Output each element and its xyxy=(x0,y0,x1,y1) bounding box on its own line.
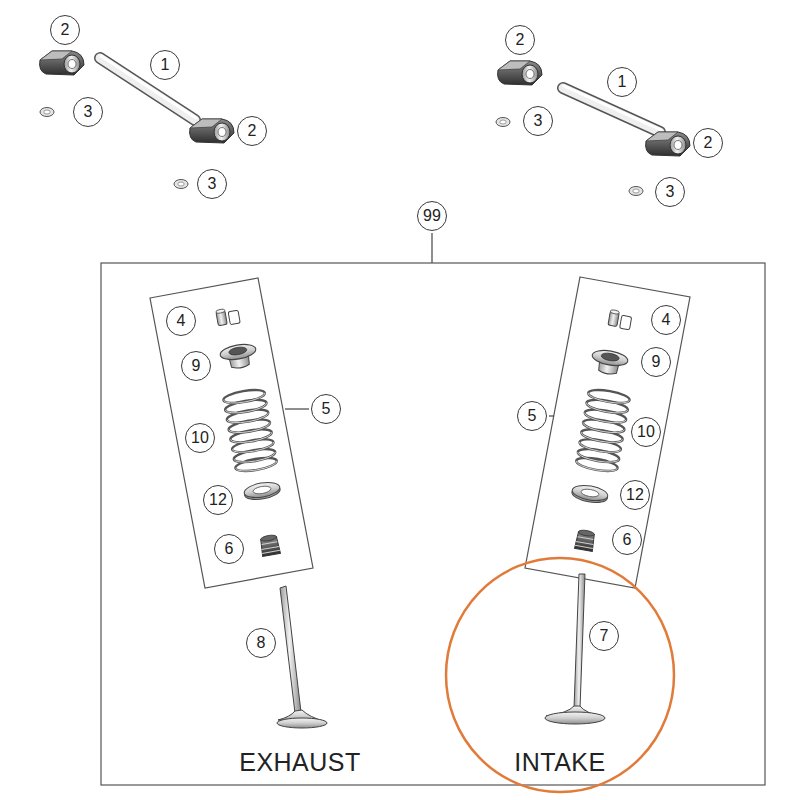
callout-number: 3 xyxy=(197,169,227,199)
callout-number: 2 xyxy=(693,128,723,158)
callout-number: 8 xyxy=(246,628,276,658)
callout-number: 2 xyxy=(237,116,267,146)
valve-stem-seal xyxy=(259,534,280,556)
highlight-circle xyxy=(446,558,674,792)
part-caption: INTAKE xyxy=(511,748,608,776)
callout-number: 1 xyxy=(150,50,180,80)
washer xyxy=(174,180,188,189)
rocker-arm xyxy=(40,51,84,75)
rocker-shaft xyxy=(100,58,195,120)
rocker-arm xyxy=(646,132,690,156)
valve-spring xyxy=(222,387,277,473)
callout-number: 10 xyxy=(185,423,215,453)
spring-seat xyxy=(571,483,609,505)
washer xyxy=(629,187,643,196)
valve-spring xyxy=(575,387,630,473)
rocker-arm xyxy=(190,119,234,143)
intake-valve-parts xyxy=(545,309,632,724)
part-set-panel xyxy=(525,277,690,588)
rocker-shaft xyxy=(563,88,660,132)
callout-number: 10 xyxy=(631,417,661,447)
callout-number: 99 xyxy=(417,201,447,231)
valve-keepers xyxy=(608,309,633,329)
callout-number: 4 xyxy=(166,306,196,336)
spring-seat xyxy=(243,480,281,502)
callout-number: 2 xyxy=(50,15,80,45)
exhaust-valve-parts xyxy=(216,306,327,728)
valve-keepers xyxy=(216,306,241,326)
rocker-shaft xyxy=(100,58,195,120)
leader-line xyxy=(549,415,554,416)
kit-frame xyxy=(101,263,765,785)
leader-line xyxy=(285,408,309,409)
rocker-shaft xyxy=(101,56,196,118)
callout-number: 5 xyxy=(517,401,547,431)
spring-retainer xyxy=(219,342,258,371)
callout-number: 1 xyxy=(607,67,637,97)
callout-number: 9 xyxy=(641,347,671,377)
callout-number: 6 xyxy=(612,525,642,555)
callout-number: 3 xyxy=(73,97,103,127)
callout-number: 5 xyxy=(311,394,341,424)
rocker-shaft xyxy=(563,88,660,132)
part-caption: EXHAUST xyxy=(236,748,364,776)
washer xyxy=(40,108,54,117)
valve-stem-seal xyxy=(575,529,596,551)
callout-number: 3 xyxy=(523,106,553,136)
callout-number: 2 xyxy=(505,25,535,55)
rocker-assembly-right xyxy=(496,61,690,196)
intake-valve xyxy=(574,574,585,708)
rocker-assembly-left xyxy=(40,51,234,189)
callout-number: 3 xyxy=(655,177,685,207)
part-set-panel xyxy=(150,278,313,588)
leader-line xyxy=(431,233,432,263)
callout-number: 12 xyxy=(620,480,650,510)
callout-number: 12 xyxy=(203,485,233,515)
callout-number: 6 xyxy=(214,534,244,564)
callout-number: 4 xyxy=(651,305,681,335)
exhaust-valve xyxy=(277,718,327,728)
intake-valve xyxy=(545,712,605,724)
exhaust-valve xyxy=(280,586,301,713)
rocker-arm xyxy=(498,61,542,85)
spring-retainer xyxy=(589,348,628,377)
callout-number: 9 xyxy=(181,351,211,381)
callout-number: 7 xyxy=(589,621,619,651)
washer xyxy=(496,118,510,127)
